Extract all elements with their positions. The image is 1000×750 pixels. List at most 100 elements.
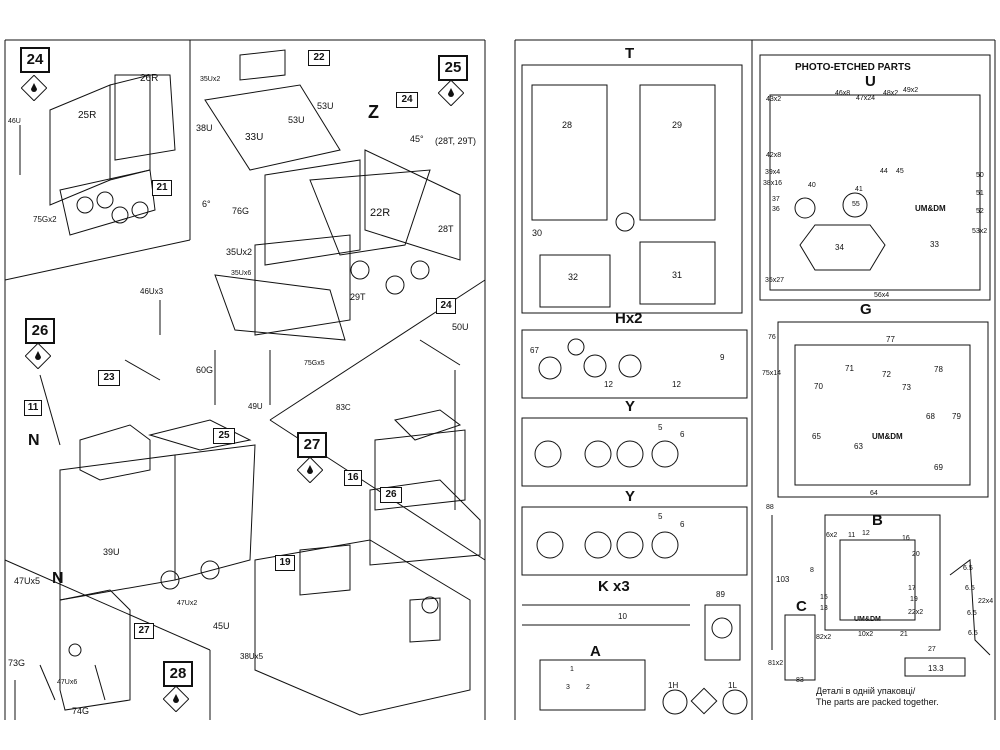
part-number: 82x2 (816, 634, 832, 641)
part-number: 34 (835, 243, 844, 252)
part-callout: 27 (134, 623, 154, 639)
left-instruction-page: 24 25 26 27 28 26R 25R 21 46U 75Gx2 22 3… (0, 0, 490, 750)
angle-label: 45° (410, 134, 424, 144)
part-label: 47Ux5 (14, 576, 41, 586)
part-number: 64 (870, 490, 878, 497)
part-label: 83C (336, 403, 351, 412)
part-number: 2 (586, 684, 590, 691)
part-number: 20 (912, 551, 920, 558)
part-label: 39U (103, 547, 120, 557)
part-label: 25R (78, 110, 97, 121)
glue-drop-icon (297, 457, 323, 483)
part-callout: 11 (24, 400, 42, 416)
part-number: 1H (668, 681, 679, 690)
part-callout: 26 (380, 487, 402, 503)
part-callout: 25 (213, 428, 235, 444)
step-27-number: 27 (297, 432, 327, 458)
part-number: 48x2 (883, 90, 899, 97)
step28-assembly (14, 589, 131, 720)
sprue-y-2 (521, 506, 748, 576)
step-26-number: 26 (25, 318, 55, 344)
fret-letter: U (865, 73, 876, 90)
brand-mark: UM&DM (872, 432, 903, 441)
dimension-label: 6.5 (965, 585, 975, 592)
step-24-number: 24 (20, 47, 50, 73)
part-number: 12 (862, 530, 870, 537)
part-number: 30 (532, 228, 543, 238)
sprue-label: Y (625, 488, 636, 505)
part-number: 71 (845, 364, 854, 373)
part-callout: 23 (98, 370, 120, 386)
part-number: 9 (720, 353, 725, 362)
part-number: 49x2 (903, 87, 919, 94)
part-label: 76G (232, 206, 250, 216)
step25-gondola (159, 49, 461, 405)
glue-drop-icon (21, 75, 47, 101)
sprue-label: Y (625, 398, 636, 415)
part-number: 43x2 (766, 96, 782, 103)
photo-etched-fret-c (784, 614, 816, 681)
part-label: 50U (452, 322, 469, 332)
part-label: 53U (317, 101, 334, 111)
dimension-label: 103 (776, 575, 790, 584)
part-number: 55 (852, 201, 860, 208)
part-number: 83 (796, 677, 804, 684)
fret-letter: B (872, 512, 883, 529)
part-callout: 22 (308, 50, 330, 66)
part-callout: 24 (436, 298, 456, 314)
part-label: 49U (248, 402, 263, 411)
part-label: 29T (350, 292, 366, 302)
detail-letter-n: N (28, 432, 40, 449)
glue-drop-icon (438, 80, 464, 106)
part-number: 5 (658, 423, 663, 432)
part-number: 38x16 (763, 180, 783, 187)
part-number: 78 (934, 365, 943, 374)
part-number: 12 (672, 380, 681, 389)
step24-car-body (19, 74, 176, 236)
part-number: 1 (570, 666, 574, 673)
fret-letter: C (796, 598, 807, 615)
step27-assembly (369, 339, 481, 566)
sprue-y-1 (521, 417, 748, 487)
part-number: 67 (530, 346, 539, 355)
sprue-label: K x3 (598, 578, 630, 595)
part-number: 8 (810, 567, 814, 574)
dimension-label: 13.3 (928, 664, 944, 673)
step-28-number: 28 (163, 661, 193, 687)
part-label: 45U (213, 621, 230, 631)
sprue-a (539, 659, 748, 715)
step-25-number: 25 (438, 55, 468, 81)
glue-drop-icon (25, 343, 51, 369)
dimension-label: 27 (928, 646, 936, 653)
part-number: 73 (902, 383, 911, 392)
detail-step-callout: 24 (396, 92, 418, 108)
part-number: 76 (768, 334, 776, 341)
part-number: 79 (952, 412, 961, 421)
part-number: 68 (926, 412, 935, 421)
part-label: 38Ux5 (240, 652, 264, 661)
part-label: 46U (8, 118, 21, 125)
part-number: 56x4 (874, 292, 890, 299)
part-number: 17 (908, 585, 916, 592)
part-number: 36 (772, 206, 780, 213)
part-number: 40 (808, 182, 816, 189)
part-number: 42x8 (766, 152, 782, 159)
part-number: 89 (716, 590, 725, 599)
dimension-label: 88 (766, 504, 774, 511)
detail-letter-z: Z (368, 102, 379, 122)
part-label: 46Ux3 (140, 287, 164, 296)
part-number: 19 (910, 596, 918, 603)
right-page-drawing (514, 39, 996, 720)
part-callout: 21 (152, 180, 172, 196)
packing-notice-ua: Деталі в одній упаковці/ (816, 686, 916, 696)
detail-letter-n: N (52, 570, 64, 587)
part-number: 6 (680, 520, 685, 529)
photo-etched-fret-g (777, 321, 989, 498)
part-label: 53U (288, 115, 305, 125)
part-label: 38U (196, 123, 213, 133)
part-number: 65 (812, 432, 821, 441)
part-number: 11 (848, 532, 856, 539)
photo-etched-fret-u (759, 54, 991, 301)
sprue-label: T (625, 45, 635, 62)
note-label: (28T, 29T) (435, 136, 477, 146)
